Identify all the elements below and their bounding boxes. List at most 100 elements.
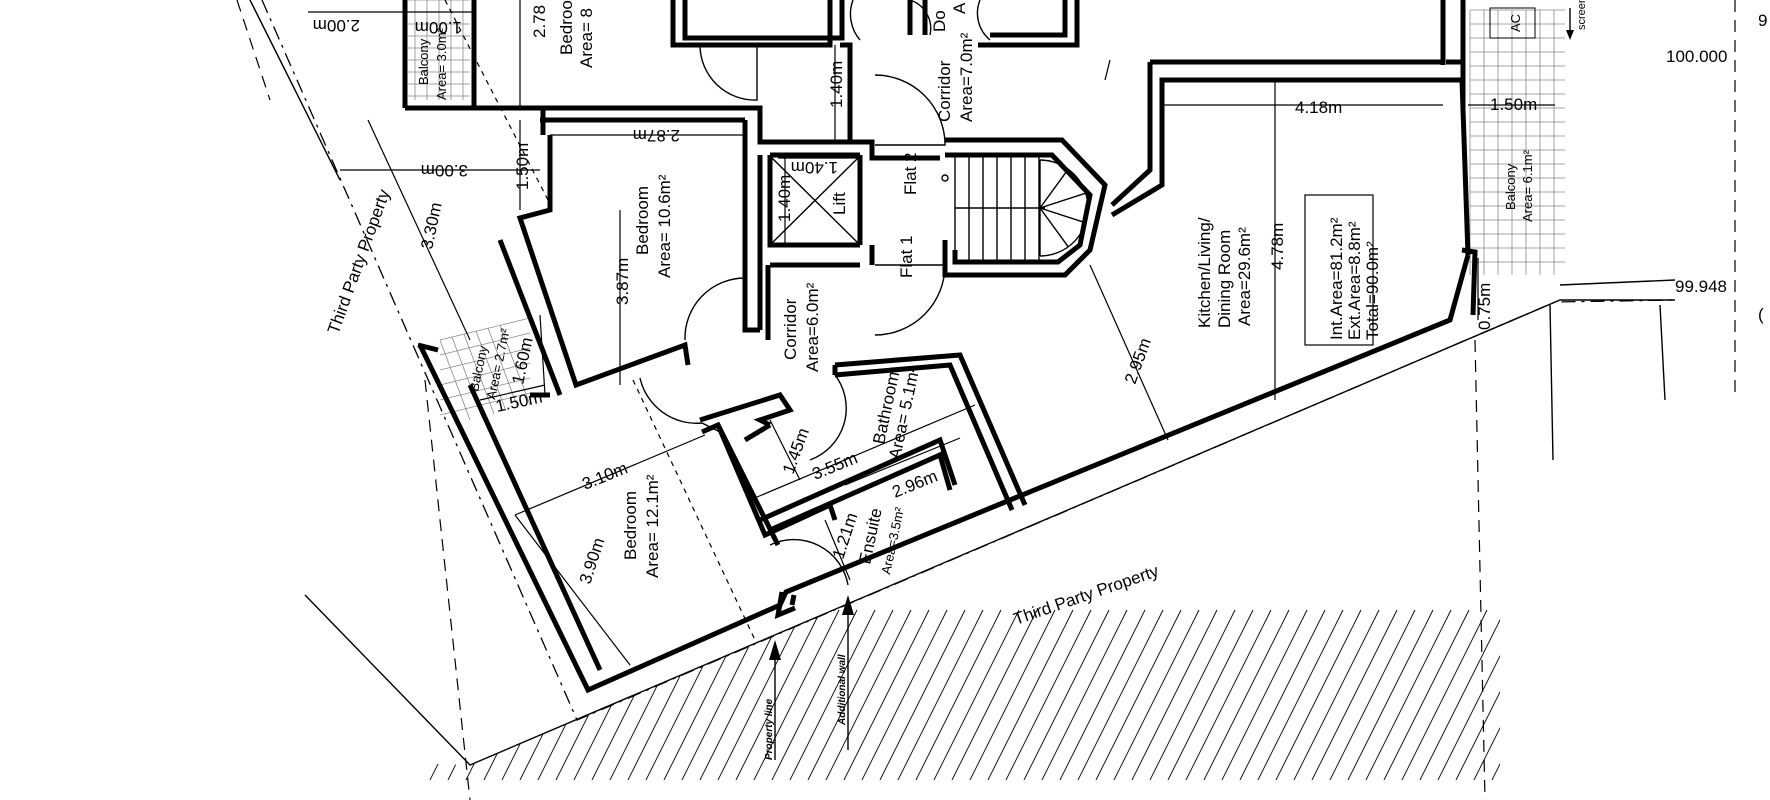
edge-mid-mark: ( [1758, 305, 1764, 324]
tile-line [439, 339, 471, 421]
stairs [771, 157, 1089, 260]
hatch-stroke [1085, 609, 1182, 800]
hatch-stroke [887, 609, 984, 800]
room-bedroom-mid-area: Area= 10.6m² [655, 174, 674, 278]
property-line-arrow [769, 640, 781, 660]
ac-unit [1489, 7, 1536, 39]
hatch-stroke [1103, 609, 1200, 800]
dim-3-00: 3.00m [421, 161, 468, 180]
hatch-stroke [1211, 609, 1308, 800]
hatch-stroke [977, 609, 1074, 800]
summary-total: Total=90.0m² [1363, 241, 1382, 340]
hatch-stroke [959, 609, 1056, 800]
room-kitchen-area: Area=29.6m² [1235, 227, 1254, 326]
hatch-stroke [1409, 609, 1506, 800]
balcony-grids [408, 0, 1565, 421]
dim-3-87: 3.87m [613, 258, 632, 305]
hatch-stroke [851, 609, 948, 800]
door-swings [639, 0, 991, 586]
summary-box: Int.Area=81.2m² Ext.Area=8.8m² Total=90.… [1304, 194, 1382, 346]
dim-1-00: 1.00m [415, 18, 462, 37]
room-lift-name: Lift [830, 192, 849, 215]
stair-start-marker [941, 174, 949, 182]
tile-line [439, 377, 531, 401]
markers [769, 8, 1574, 760]
hatch-stroke [941, 609, 1038, 800]
summary-ext-area: Ext.Area=8.8m² [1345, 221, 1364, 340]
room-bedroom-low-name: Bedroom [621, 491, 640, 560]
tile-line [439, 317, 531, 341]
room-balcony-right-area: Area= 6.1m² [1520, 149, 1535, 222]
hatch-stroke [1373, 609, 1470, 800]
hatch-mask [0, 780, 1770, 800]
stair-winder [1039, 192, 1086, 209]
stair-winder [1039, 207, 1069, 248]
summary-box-frame [1304, 194, 1374, 346]
hatch-stroke [1193, 609, 1290, 800]
lift-cross [771, 157, 859, 244]
summary-int-area: Int.Area=81.2m² [1327, 217, 1346, 340]
hatch-stroke [995, 609, 1092, 800]
hatch-stroke [1175, 609, 1272, 800]
room-balcony-top-left-name: Balcony [416, 38, 431, 85]
dim-4-78: 4.78m [1268, 223, 1287, 270]
dimension-lines [308, 0, 1555, 666]
hatch-stroke [1031, 609, 1128, 800]
hatch-stroke [833, 609, 930, 800]
hatch-stroke [1049, 609, 1146, 800]
dim-1-40-top: 1.40m [827, 61, 846, 108]
dim-4-18: 4.18m [1295, 98, 1342, 117]
hatch-stroke [1283, 609, 1380, 800]
dim-0-75: 0.75m [1475, 283, 1494, 330]
tile-line [499, 324, 531, 406]
dim-2-78: 2.78 [530, 5, 549, 38]
room-corridor-top-name: Corridor [935, 60, 954, 122]
hatch-stroke [869, 609, 966, 800]
tile-line [439, 332, 531, 356]
dim-1-50-left: 1.50m [513, 143, 532, 190]
hatch-stroke [1301, 609, 1398, 800]
dim-1-50-right: 1.50m [1490, 95, 1537, 114]
dim-1-40-lift-w: 1.40m [791, 158, 838, 177]
room-balcony-top-left-area: Area= 3.0m² [434, 27, 449, 100]
hatch-stroke [1139, 609, 1236, 800]
hatch-stroke [1229, 609, 1326, 800]
room-corridor-mid-area: Area=6.0m² [803, 282, 822, 372]
room-bedroom-top-name: Bedroo [557, 0, 576, 55]
hatch-stroke [923, 609, 1020, 800]
property-line-label: Property line [764, 698, 775, 760]
hatch-stroke [761, 609, 858, 800]
tile-line [475, 330, 507, 412]
hatch-stroke [743, 609, 840, 800]
stair-arc [1039, 159, 1089, 257]
hatch-stroke [1067, 609, 1164, 800]
hatch-stroke [1391, 609, 1488, 800]
edge-top-mark: 9 [1758, 11, 1767, 30]
room-kitchen-line1: Kitchen/Living/ [1195, 217, 1214, 328]
hatch-stroke [905, 609, 1002, 800]
room-flat2-name: Flat 2 [901, 152, 920, 195]
boundary-lines [236, 0, 1736, 800]
tile-line [439, 362, 531, 386]
hatch-stroke [1157, 609, 1254, 800]
screen-label: screen [1576, 0, 1588, 30]
additional-wall-arrow [842, 595, 854, 615]
room-door-top-area: A [950, 2, 969, 14]
hatch-stroke [815, 609, 912, 800]
hatch-stroke [1265, 609, 1362, 800]
hatch-stroke [797, 609, 894, 800]
walls [402, 0, 1478, 694]
level-100: 100.000 [1666, 47, 1727, 66]
room-balcony-right-name: Balcony [1503, 163, 1518, 210]
room-bedroom-top-area: Area= 8 [577, 8, 596, 68]
stair-winder [1039, 207, 1086, 224]
hatch-mask [1500, 300, 1770, 800]
hatch-stroke [1319, 609, 1416, 800]
hatch-stroke [1013, 609, 1110, 800]
tile-line [463, 333, 495, 415]
guide-lines [444, 0, 756, 641]
hatch-stroke [1355, 609, 1452, 800]
room-flat1-name: Flat 1 [897, 235, 916, 278]
